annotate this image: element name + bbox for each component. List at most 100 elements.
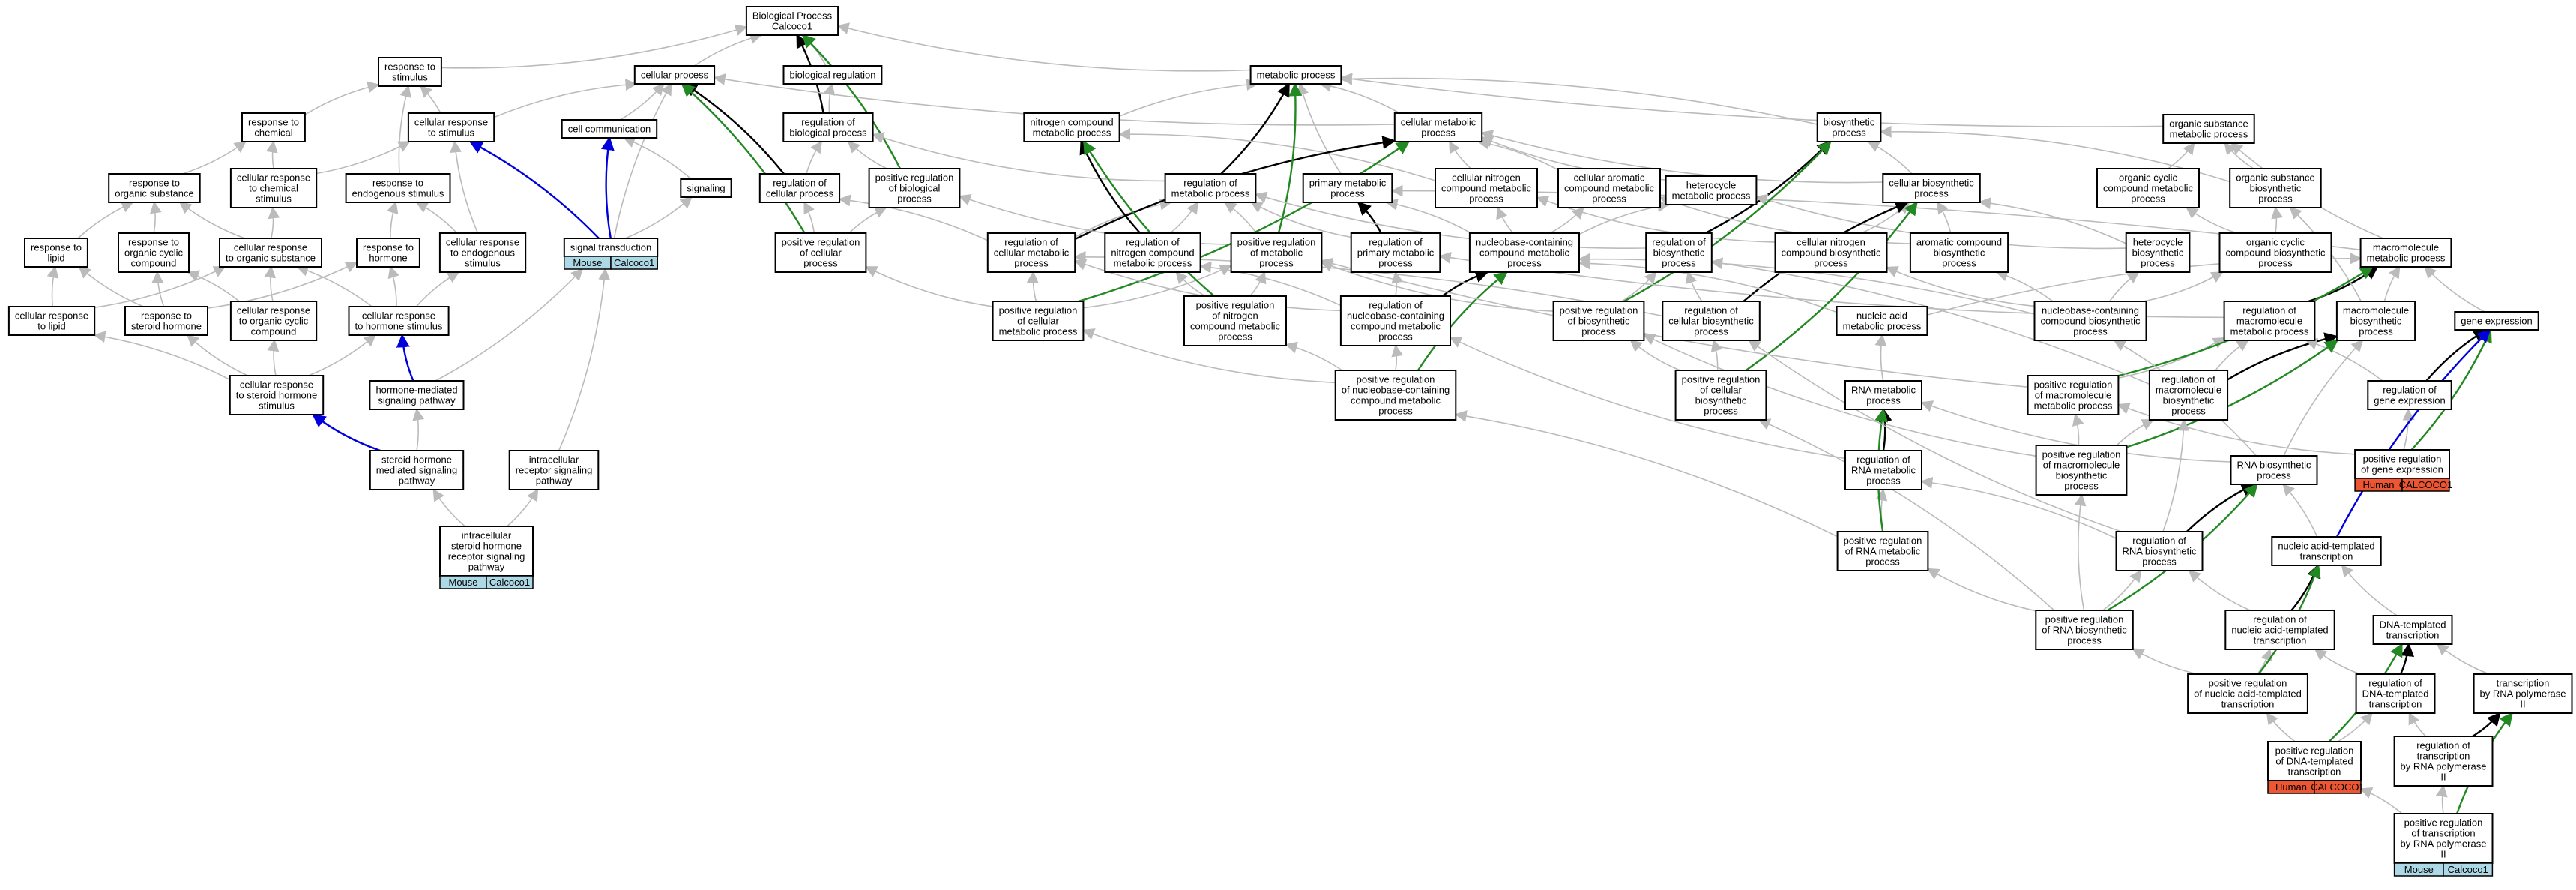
node-label-line: process: [2257, 470, 2291, 481]
node-box: [1844, 450, 1922, 490]
go-term-node-rnbcmp[interactable]: regulation ofnucleobase-containingcompou…: [1339, 295, 1452, 346]
go-term-node-ge[interactable]: gene expression: [2454, 311, 2539, 331]
go-term-node-rmbp[interactable]: regulation ofmacromoleculebiosyntheticpr…: [2148, 370, 2229, 421]
node-box: [1164, 173, 1257, 203]
node-label-line: process: [2258, 193, 2293, 205]
go-term-node-cc[interactable]: cell communication: [561, 119, 658, 139]
go-term-node-mp[interactable]: metabolic process: [1249, 65, 1342, 85]
node-label-line: process: [1014, 258, 1049, 269]
go-term-node-breg[interactable]: biological regulation: [782, 65, 883, 85]
go-term-node-cp[interactable]: cellular process: [633, 65, 716, 85]
node-box: [1552, 301, 1645, 341]
go-term-node-sig[interactable]: signaling: [680, 178, 732, 198]
go-term-node-st[interactable]: signal transduction: [563, 238, 659, 257]
node-label-line: gene expression: [2374, 395, 2445, 406]
node-label-line: receptor signaling: [516, 465, 593, 476]
node-label-line: positive regulation: [1682, 374, 1761, 385]
